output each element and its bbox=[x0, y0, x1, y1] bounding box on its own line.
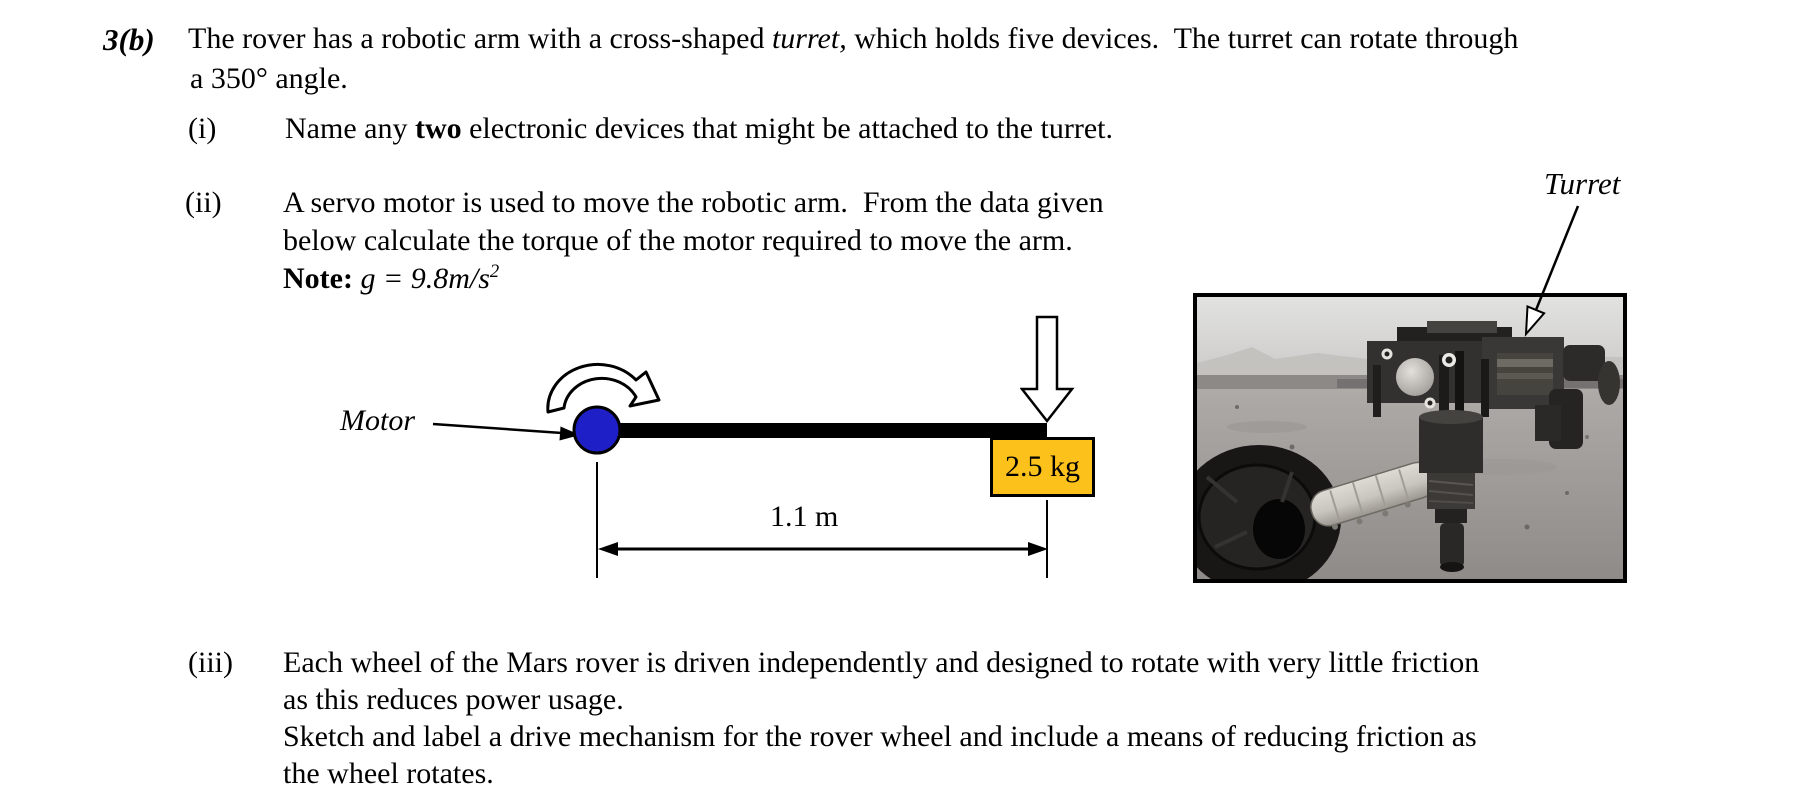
part-i-text-1: Name any bbox=[285, 112, 415, 145]
note-exponent: 2 bbox=[489, 261, 500, 282]
lever-arm-bar bbox=[597, 423, 1047, 438]
dimension-extension-line-left bbox=[596, 462, 598, 578]
intro-text-turret-italic: turret, bbox=[771, 22, 847, 55]
part-i-text-2: electronic devices that might be attache… bbox=[461, 112, 1114, 145]
part-iii-line-3: Sketch and label a drive mechanism for t… bbox=[283, 720, 1477, 753]
part-i-label: (i) bbox=[188, 112, 217, 145]
part-iii-line-2: as this reduces power usage. bbox=[283, 683, 624, 716]
intro-text-1: The rover has a robotic arm with a cross… bbox=[188, 22, 772, 55]
part-iii-line-4: the wheel rotates. bbox=[283, 757, 494, 790]
part-ii-note: Note: g = 9.8m/s2 bbox=[283, 261, 499, 297]
part-i-text-bold: two bbox=[414, 112, 462, 145]
part-i-text: Name any two electronic devices that mig… bbox=[285, 112, 1113, 147]
question-number: 3(b) bbox=[103, 22, 155, 57]
intro-text-2: which holds five devices. The turret can… bbox=[846, 22, 1519, 55]
mars-rover-arm-image bbox=[1177, 297, 1623, 593]
turret-photo bbox=[1177, 293, 1627, 593]
part-iii-label: (iii) bbox=[188, 646, 233, 679]
length-label: 1.1 m bbox=[770, 500, 839, 533]
note-formula: g = 9.8m/s bbox=[352, 262, 490, 295]
turret-pointer-arrow-icon bbox=[1524, 205, 1580, 337]
mass-label: 2.5 kg bbox=[1005, 450, 1080, 483]
part-ii-line-2: below calculate the torque of the motor … bbox=[283, 224, 1073, 257]
dimension-extension-line-right bbox=[1046, 500, 1048, 578]
rotation-arrow-icon bbox=[546, 362, 661, 414]
motor-pivot-circle bbox=[572, 405, 622, 455]
turret-caption: Turret bbox=[1544, 166, 1621, 201]
motor-label: Motor bbox=[340, 404, 415, 437]
intro-line-2: a 350° angle. bbox=[190, 62, 348, 95]
force-down-arrow-icon bbox=[1020, 315, 1075, 424]
note-label: Note: bbox=[283, 262, 353, 295]
motor-pointer-arrow-icon bbox=[432, 422, 580, 441]
mass-box: 2.5 kg bbox=[990, 437, 1095, 497]
part-iii-line-1: Each wheel of the Mars rover is driven i… bbox=[283, 646, 1480, 679]
part-ii-label: (ii) bbox=[185, 186, 222, 219]
intro-line-1: The rover has a robotic arm with a cross… bbox=[188, 22, 1518, 57]
part-ii-line-1: A servo motor is used to move the roboti… bbox=[283, 186, 1104, 219]
dimension-arrow-icon bbox=[598, 542, 1048, 556]
